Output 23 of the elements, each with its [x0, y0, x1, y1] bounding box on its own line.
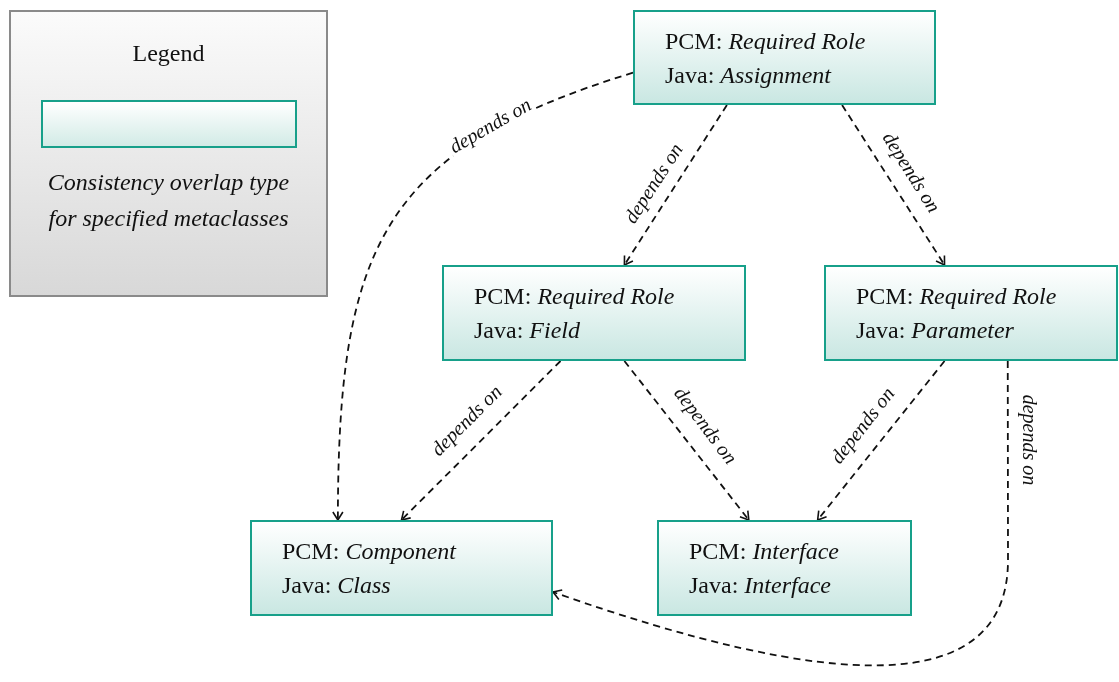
dependency-arrow [816, 360, 946, 521]
dependency-arrow [623, 104, 728, 266]
mapping-text: Java: Assignment [665, 60, 833, 90]
mapping-text: PCM: Interface [689, 537, 840, 566]
mapping-box [442, 265, 746, 361]
dependency-arrow [841, 104, 946, 266]
mapping-text: PCM: Required Role [474, 282, 676, 311]
legend-title: Legend [131, 40, 206, 67]
mapping-box [633, 10, 936, 105]
dependency-arrow [552, 360, 1009, 667]
mapping-text: Java: Class [282, 571, 392, 600]
mapping-text: PCM: Required Role [856, 282, 1058, 311]
mapping-text: Java: Parameter [856, 316, 1015, 345]
dependency-arrow [400, 360, 562, 521]
mapping-text: PCM: Component [282, 537, 458, 566]
mapping-box [657, 520, 912, 616]
mapping-box [824, 265, 1118, 361]
mapping-text: Java: Interface [689, 571, 832, 600]
mapping-box [250, 520, 553, 616]
mapping-text: PCM: Required Role [665, 26, 867, 56]
dependency-arrow [623, 360, 750, 521]
mapping-text: Java: Field [474, 316, 581, 345]
legend-text: Consistency overlap type for specified metaclasses [46, 168, 291, 233]
